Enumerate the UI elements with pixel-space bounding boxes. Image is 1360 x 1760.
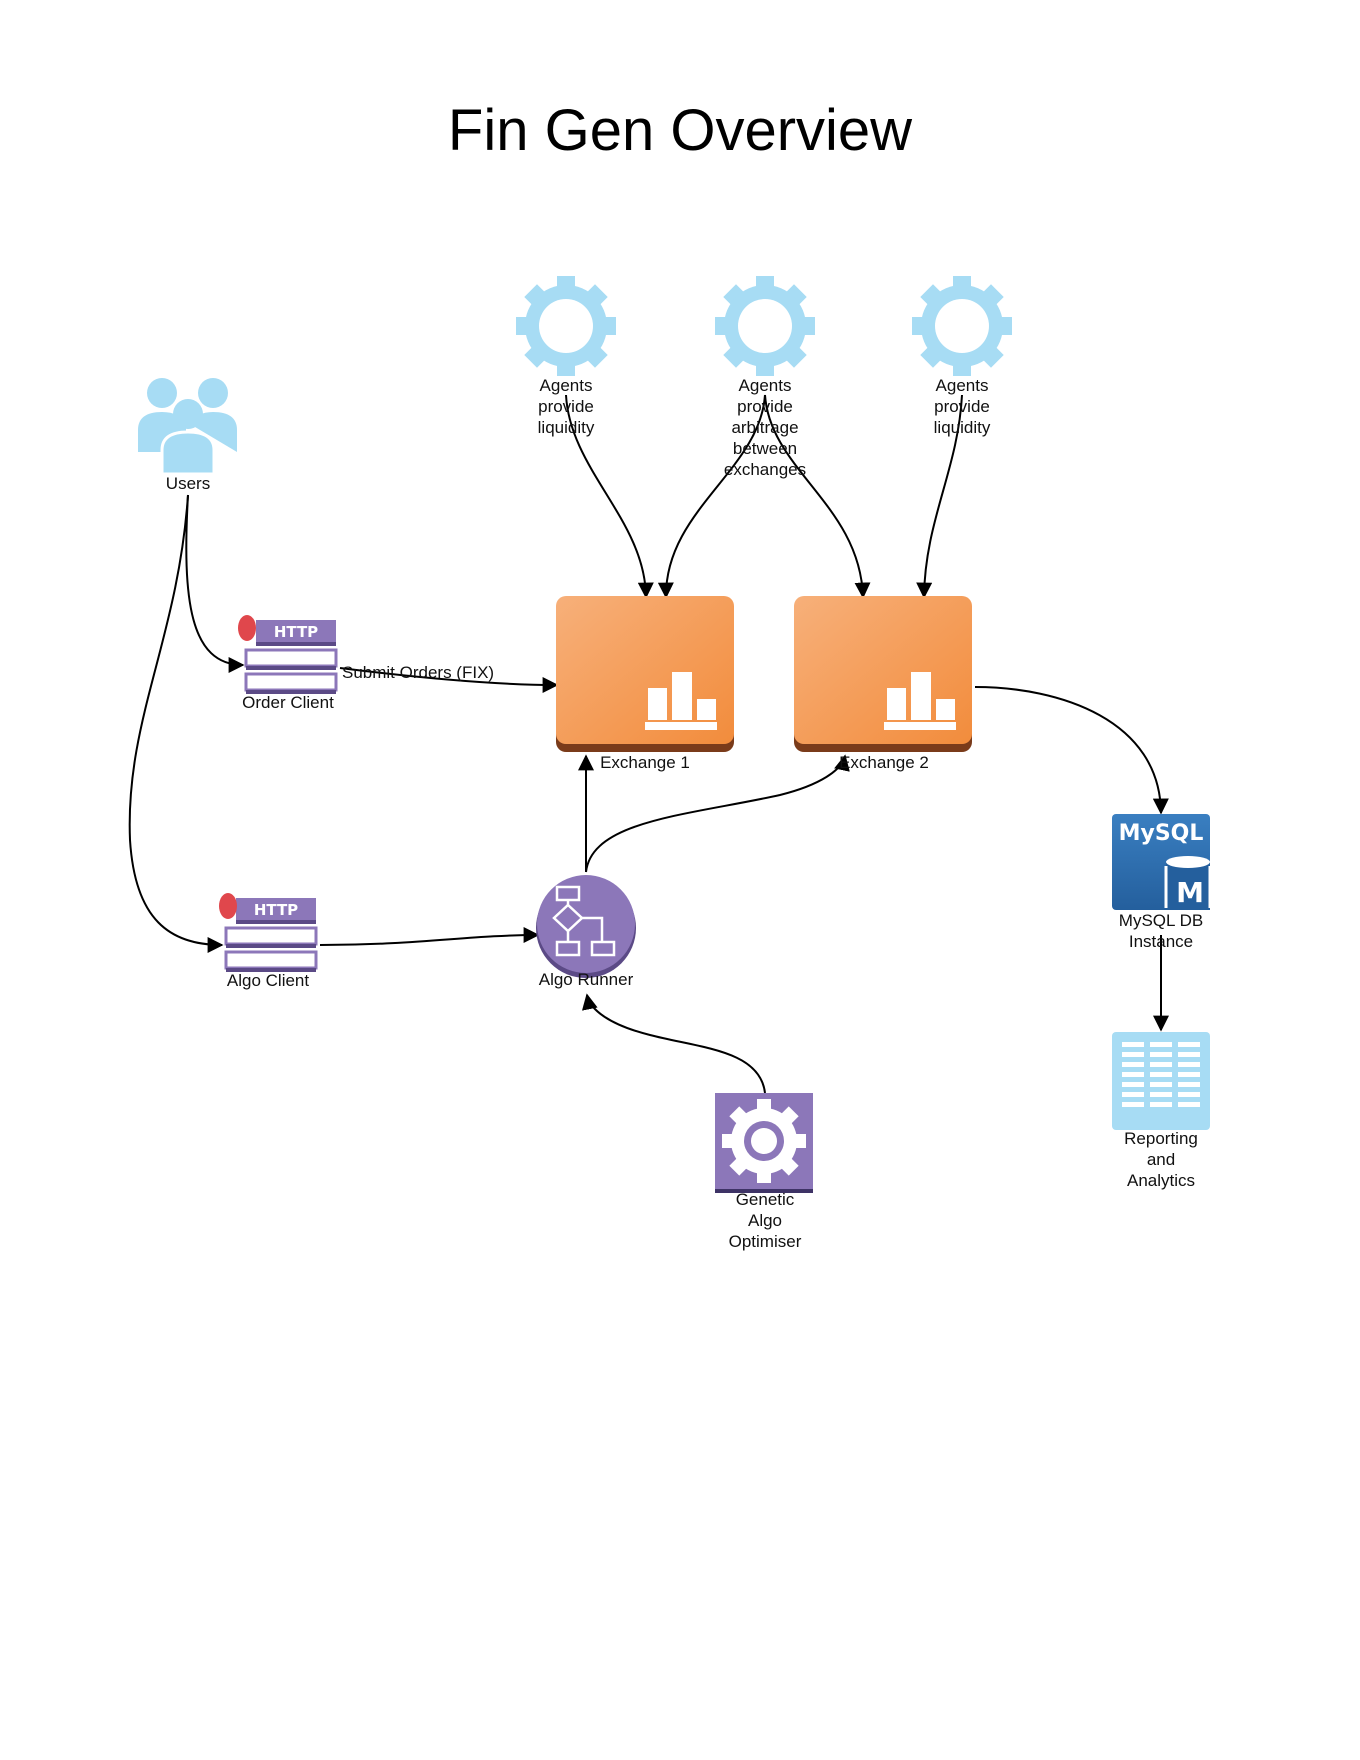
edge-users-order-client bbox=[185, 494, 245, 673]
agent-2-node[interactable]: Agents provide arbitrage between exchang… bbox=[715, 276, 815, 479]
edge-agent-1-exchange-1 bbox=[565, 394, 654, 599]
diagram-title: Fin Gen Overview bbox=[448, 98, 913, 163]
users-node[interactable]: Users bbox=[138, 378, 237, 493]
order-client-label: Order Client bbox=[242, 693, 334, 712]
edge-label-submit-orders: Submit Orders (FIX) bbox=[342, 663, 494, 682]
exchange-2-label: Exchange 2 bbox=[839, 753, 929, 772]
edge-optimiser-algo-runner bbox=[581, 993, 766, 1094]
reporting-label-line-1: Reporting bbox=[1124, 1129, 1198, 1148]
algo-client-badge: HTTP bbox=[254, 901, 298, 919]
mysql-icon: MySQL M bbox=[1112, 814, 1212, 910]
agent-1-label-line-2: provide bbox=[538, 397, 594, 416]
agent-3-label-line-3: liquidity bbox=[934, 418, 991, 437]
mysql-label-line-2: Instance bbox=[1129, 932, 1193, 951]
optimiser-label-line-1: Genetic bbox=[736, 1190, 795, 1209]
table-icon bbox=[1112, 1032, 1210, 1130]
users-icon bbox=[138, 378, 237, 476]
mysql-logo-text: MySQL bbox=[1119, 821, 1204, 846]
mysql-node[interactable]: MySQL M MySQL DB Instance bbox=[1112, 814, 1212, 951]
algo-client-node[interactable]: HTTP Algo Client bbox=[219, 893, 318, 990]
edge-order-client-exchange-1 bbox=[339, 667, 559, 693]
edge-agent-3-exchange-2 bbox=[916, 394, 963, 599]
optimiser-label-line-3: Optimiser bbox=[729, 1232, 802, 1251]
exchange-2-node[interactable]: Exchange 2 bbox=[794, 596, 972, 772]
edges bbox=[128, 394, 1169, 1094]
agent-3-node[interactable]: Agents provide liquidity bbox=[912, 276, 1012, 437]
agent-2-label-line-2: provide bbox=[737, 397, 793, 416]
mysql-badge: M bbox=[1176, 876, 1204, 909]
gear-icon bbox=[516, 276, 616, 376]
edge-exchange-2-mysql bbox=[974, 686, 1169, 815]
agent-2-label-line-5: exchanges bbox=[724, 460, 806, 479]
http-server-icon: HTTP bbox=[238, 615, 338, 694]
edge-users-algo-client bbox=[128, 494, 224, 953]
flowchart-icon bbox=[536, 875, 636, 978]
algo-client-label: Algo Client bbox=[227, 971, 309, 990]
exchange-1-label: Exchange 1 bbox=[600, 753, 690, 772]
gear-icon bbox=[912, 276, 1012, 376]
agent-1-label-line-3: liquidity bbox=[538, 418, 595, 437]
algo-runner-node[interactable]: Algo Runner bbox=[536, 875, 636, 989]
reporting-label-line-2: and bbox=[1147, 1150, 1175, 1169]
agent-2-label-line-4: between bbox=[733, 439, 797, 458]
http-server-icon: HTTP bbox=[219, 893, 318, 972]
edge-algo-client-algo-runner bbox=[319, 927, 540, 946]
optimiser-node[interactable]: Genetic Algo Optimiser bbox=[715, 1093, 813, 1251]
edge-algo-runner-exchange-2 bbox=[585, 754, 850, 873]
agent-2-label-line-3: arbitrage bbox=[731, 418, 798, 437]
users-label: Users bbox=[166, 474, 210, 493]
exchange-1-node[interactable]: Exchange 1 bbox=[556, 596, 734, 772]
bar-chart-icon bbox=[556, 596, 734, 752]
algo-runner-label: Algo Runner bbox=[539, 970, 634, 989]
edge-agent-2-exchange-1 bbox=[657, 394, 766, 599]
mysql-label-line-1: MySQL DB bbox=[1119, 911, 1203, 930]
agent-1-label-line-1: Agents bbox=[540, 376, 593, 395]
agent-3-label-line-2: provide bbox=[934, 397, 990, 416]
order-client-badge: HTTP bbox=[274, 623, 318, 641]
agent-1-node[interactable]: Agents provide liquidity bbox=[516, 276, 616, 437]
optimiser-label-line-2: Algo bbox=[748, 1211, 782, 1230]
gear-icon bbox=[715, 1093, 813, 1193]
bar-chart-icon bbox=[794, 596, 972, 752]
edge-agent-2-exchange-2 bbox=[764, 394, 871, 599]
reporting-node[interactable]: Reporting and Analytics bbox=[1112, 1032, 1210, 1190]
agent-2-label-line-1: Agents bbox=[739, 376, 792, 395]
agent-3-label-line-1: Agents bbox=[936, 376, 989, 395]
gear-icon bbox=[715, 276, 815, 376]
reporting-label-line-3: Analytics bbox=[1127, 1171, 1195, 1190]
order-client-node[interactable]: HTTP Order Client bbox=[238, 615, 338, 712]
